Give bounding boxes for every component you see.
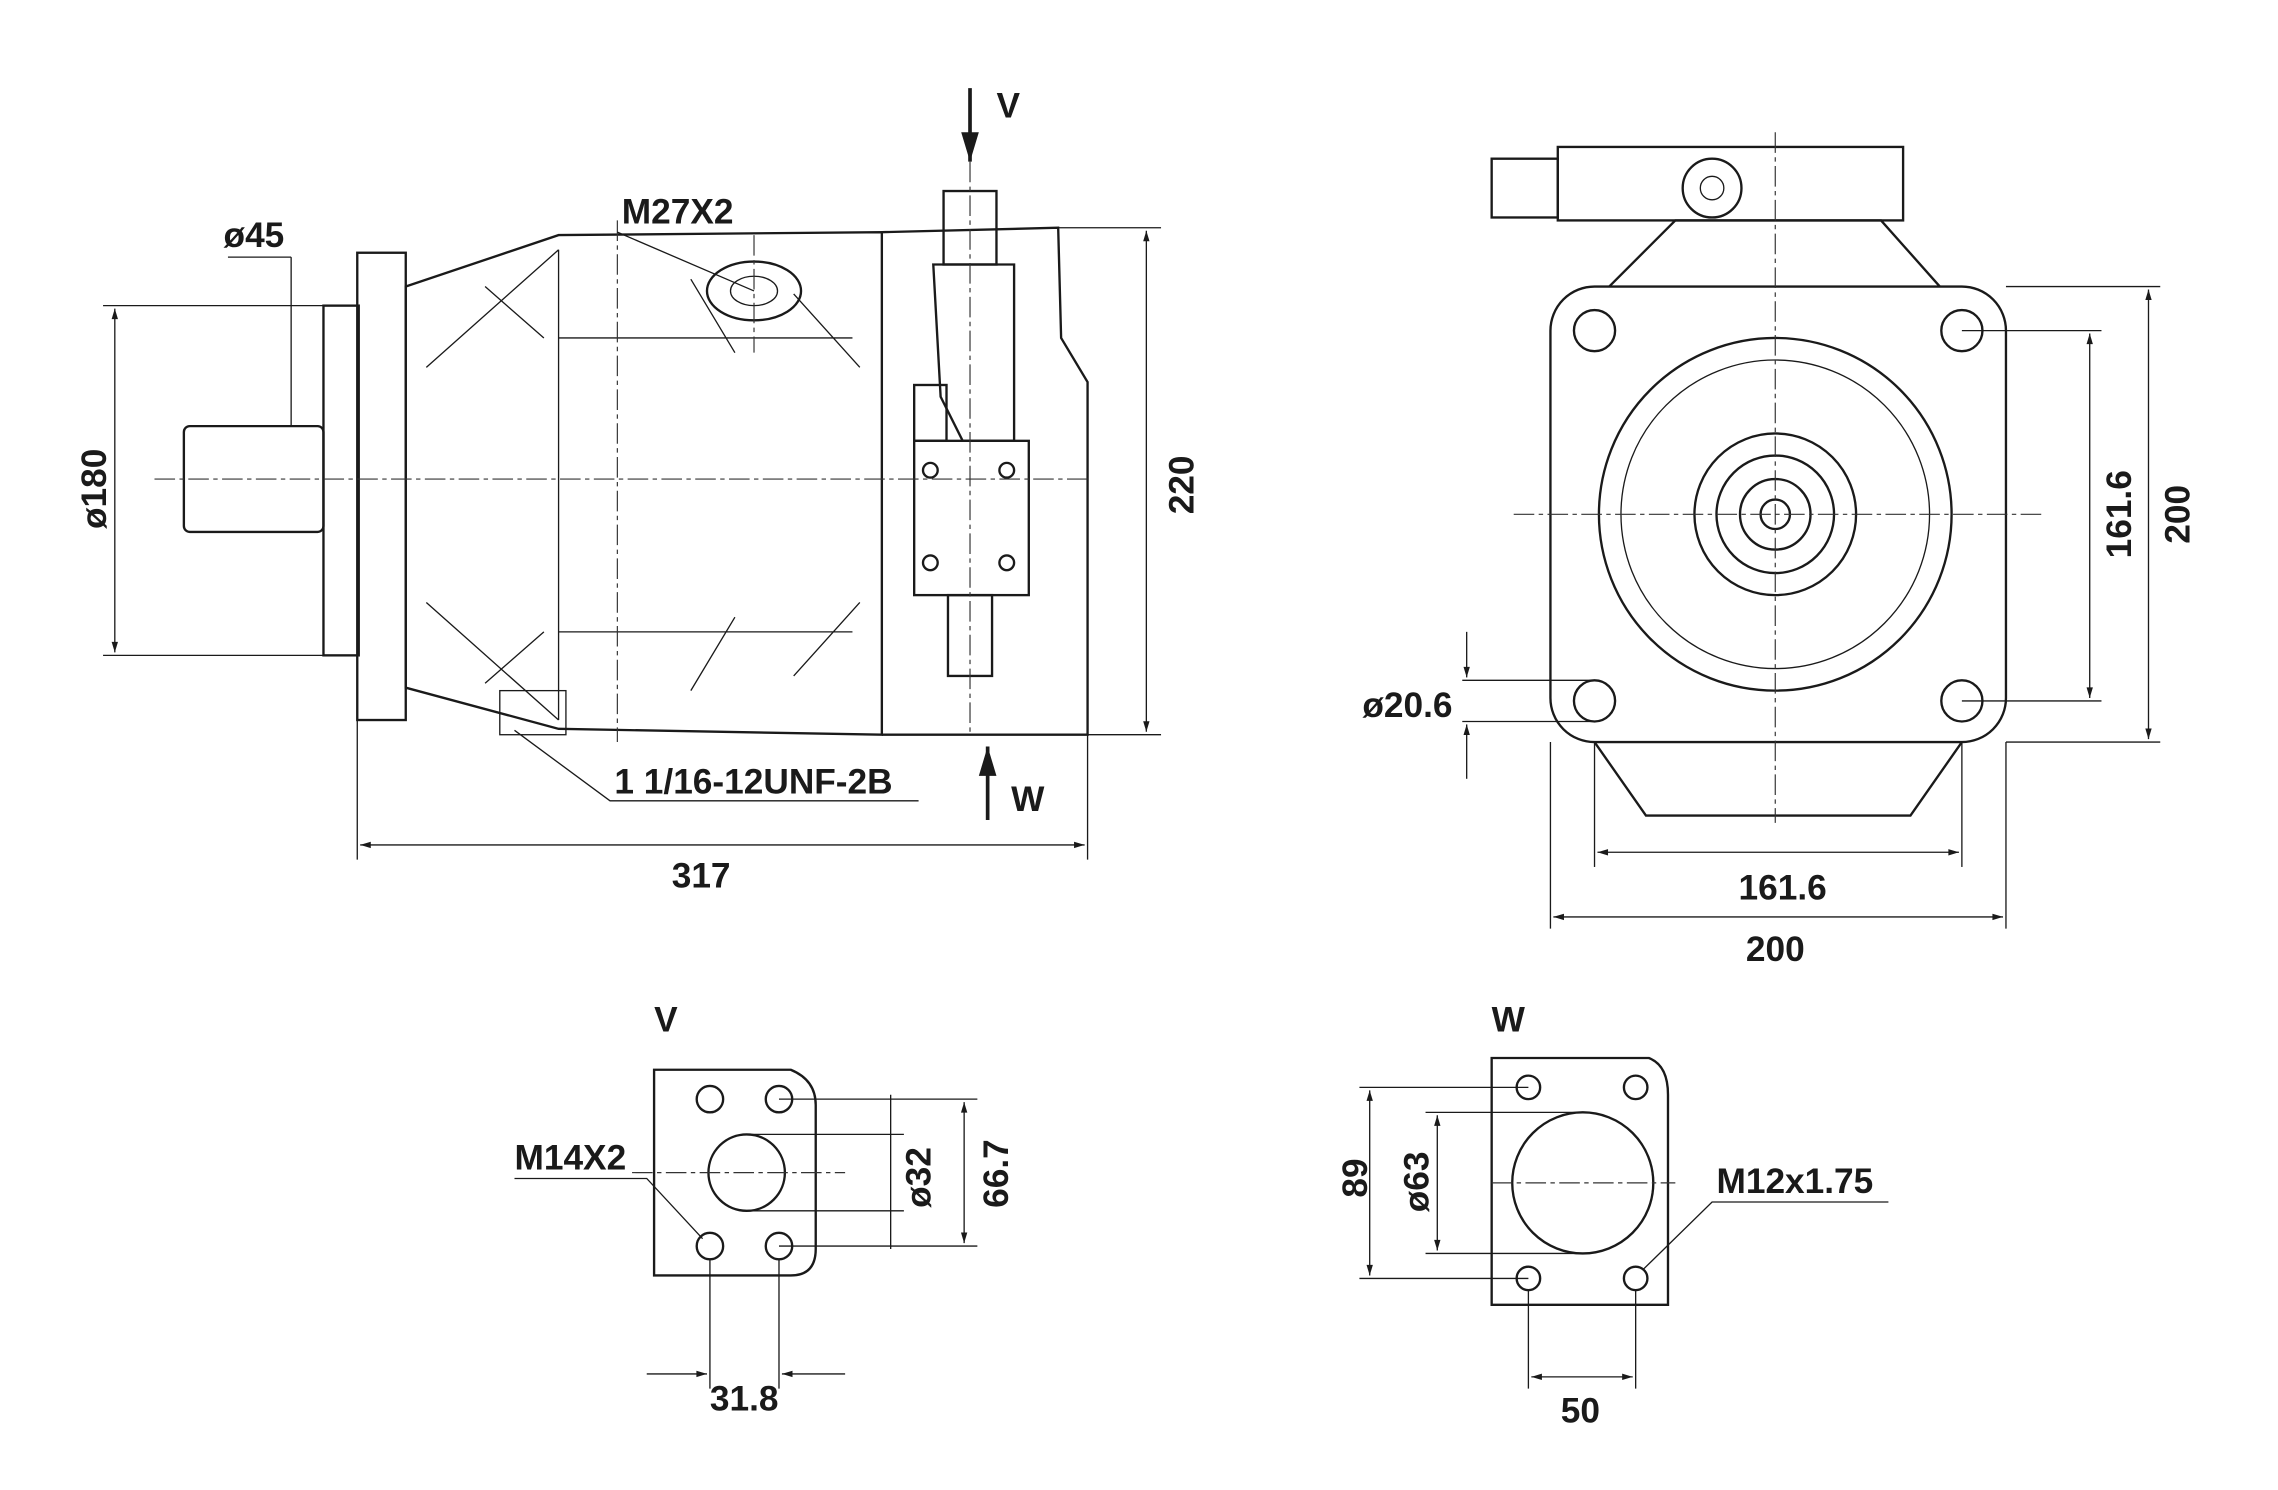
- port-w-view: W 89 ø63 M12x1.75 50: [1336, 1001, 1889, 1430]
- housing-top: [1608, 219, 1941, 288]
- bolt-spacing-v-label: 161.6: [2100, 470, 2139, 558]
- port-w-thread-label: M12x1.75: [1716, 1162, 1873, 1201]
- valve-adjuster: [1490, 157, 1559, 219]
- height-label: 220: [1162, 455, 1201, 514]
- port-v-spacing-short-label: 31.8: [710, 1380, 779, 1419]
- length-label: 317: [672, 857, 731, 896]
- front-view: [1490, 132, 2043, 823]
- front-dimensions: 161.6 200 161.6 200 ø20.6: [1362, 285, 2198, 969]
- shaft-diameter-label: ø45: [224, 216, 285, 255]
- drain-thread-label: 1 1/16-12UNF-2B: [614, 762, 892, 801]
- bolt-hole: [1572, 308, 1617, 353]
- housing-ribs: [425, 249, 861, 721]
- housing-bottom: [1593, 741, 1963, 817]
- pilot-diameter-label: ø180: [75, 449, 114, 529]
- view-v-marker: V: [996, 87, 1020, 126]
- bolt-hole-diameter-label: ø20.6: [1362, 686, 1452, 725]
- flange-height-label: 200: [2159, 485, 2198, 544]
- port-w-spacing-short-label: 50: [1561, 1391, 1600, 1430]
- flange-width-label: 200: [1746, 930, 1805, 969]
- port-plate: [881, 226, 1089, 736]
- port-v-title: V: [654, 1001, 678, 1040]
- port-v-spacing-long-label: 66.7: [977, 1139, 1016, 1208]
- port-v-bore-label: ø32: [899, 1147, 938, 1208]
- port-thread-label: M27X2: [622, 192, 734, 231]
- port-w-title: W: [1492, 1001, 1526, 1040]
- pump-housing: [404, 230, 884, 736]
- port-w-bore-label: ø63: [1397, 1152, 1436, 1213]
- pilot-spigot: [322, 304, 360, 657]
- port-v-view: V ø32 66.7 M14X2 31.8: [514, 1001, 1016, 1419]
- side-view: [154, 161, 1089, 743]
- bolt-hole: [1572, 679, 1617, 723]
- port-v-thread-label: M14X2: [514, 1139, 626, 1178]
- view-w-marker: W: [1011, 780, 1045, 819]
- control-valve: [1556, 145, 1905, 222]
- bolt-spacing-h-label: 161.6: [1739, 868, 1827, 907]
- port-w-spacing-long-label: 89: [1336, 1158, 1375, 1197]
- side-dimensions: ø45 ø180 M27X2 220 317 1 1/16-12UNF-2B V…: [75, 87, 1201, 896]
- mounting-flange: [356, 251, 407, 722]
